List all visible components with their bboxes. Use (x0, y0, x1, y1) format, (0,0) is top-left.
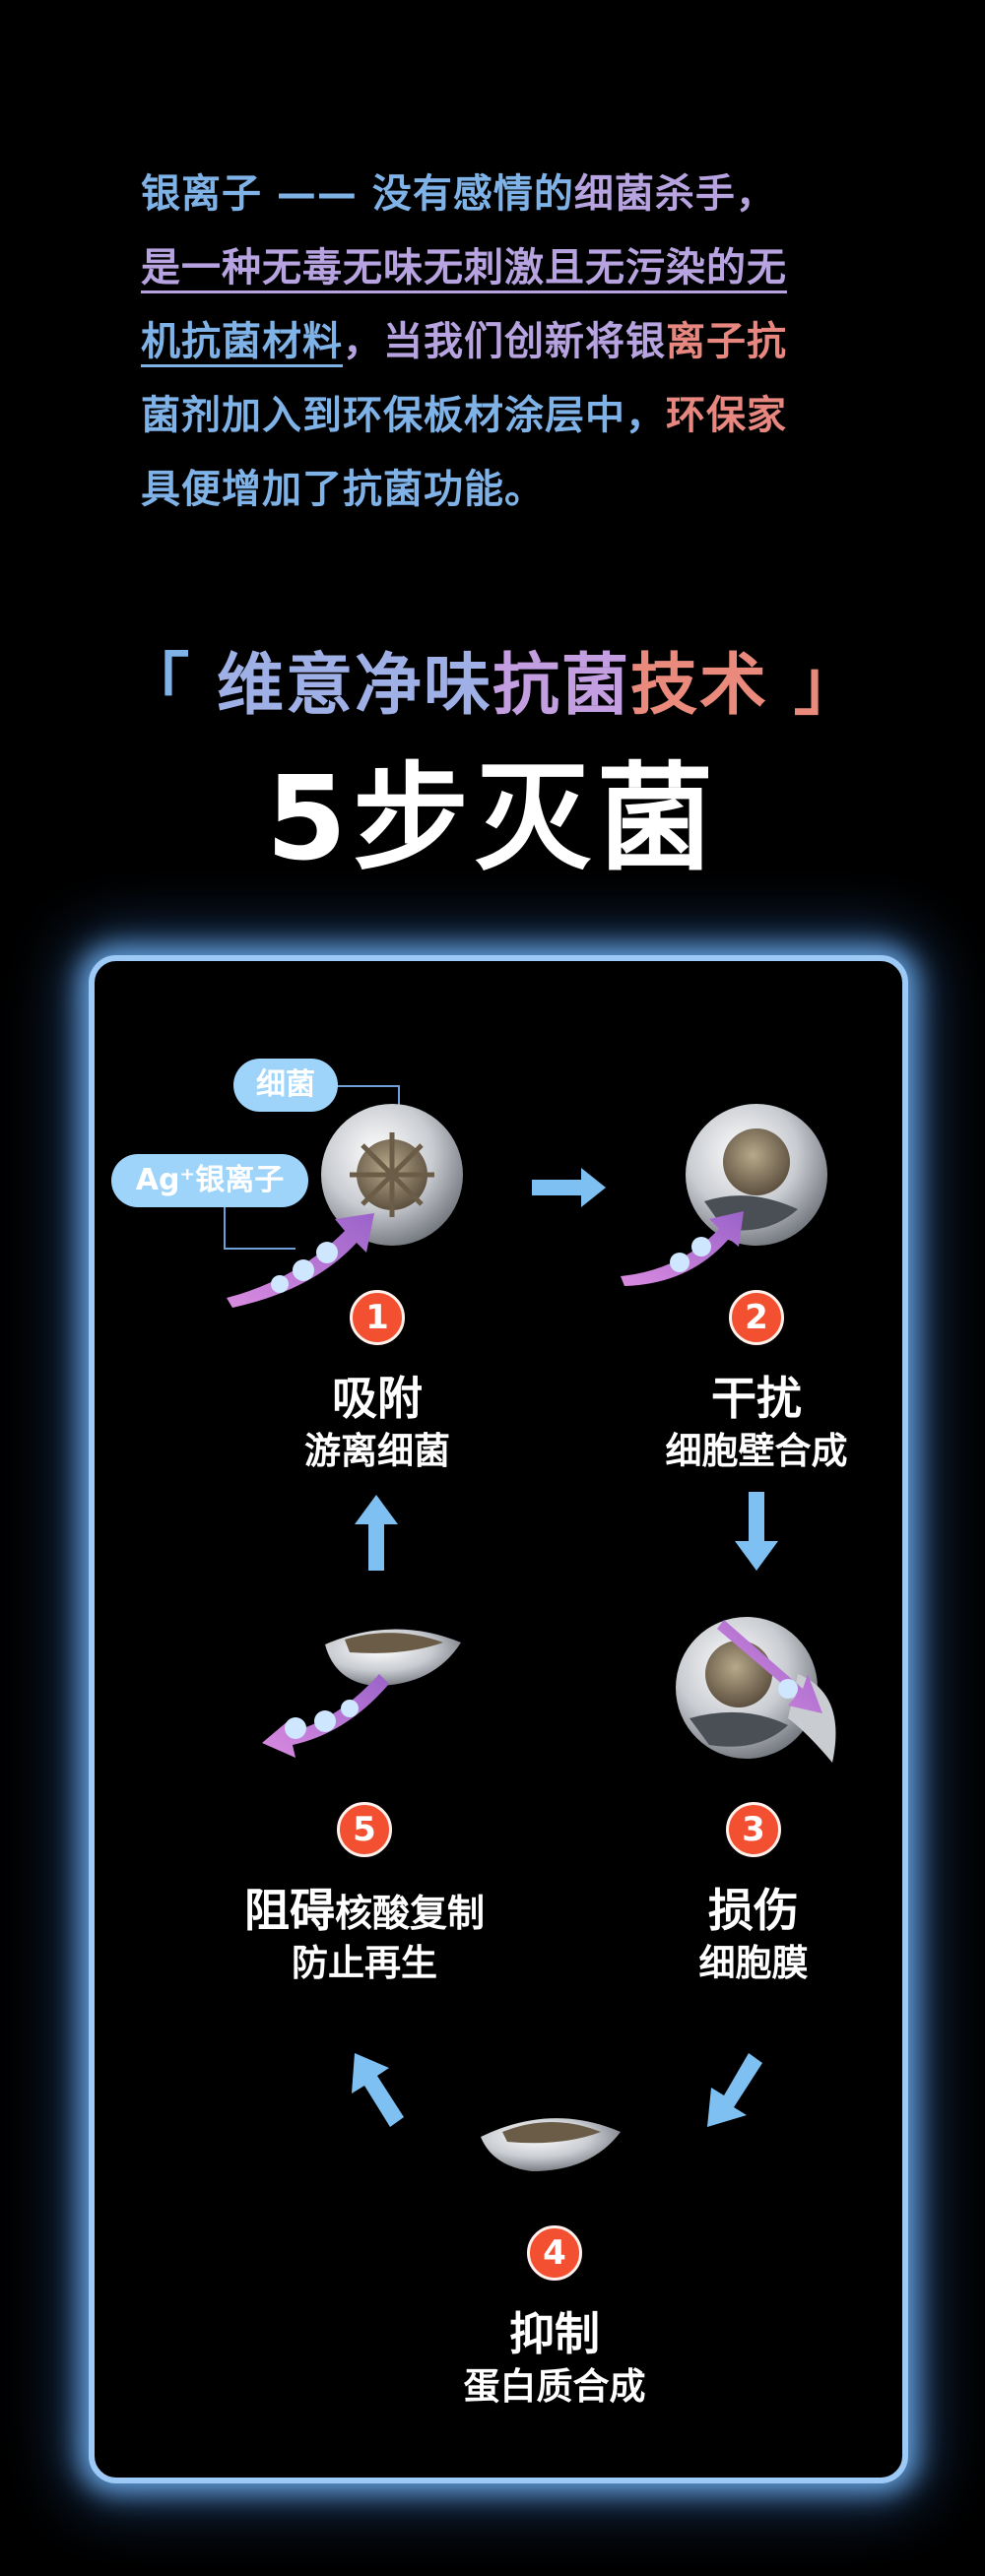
step-5: 5 阻碍核酸复制 防止再生 (207, 1802, 522, 1987)
step-number-badge: 2 (729, 1290, 784, 1345)
bacteria-sphere-icon (676, 1617, 836, 1763)
big-title: 5步灭菌 (265, 750, 720, 886)
step-arrow-icon (532, 1168, 606, 1207)
step-title-main: 阻碍 (243, 1884, 335, 1937)
intro-line-2: 是一种无毒无味无刺激且无污染的无 (141, 231, 850, 305)
step-title-rest: 核酸复制 (334, 1892, 485, 1935)
intro-line-5: 具便增加了抗菌功能。 (141, 453, 850, 527)
intro-text: 银离子 —— 没有感情的 (141, 171, 574, 217)
intro-line-1: 银离子 —— 没有感情的细菌杀手， (141, 158, 850, 231)
step-title: 损伤 (708, 1884, 799, 1937)
broken-bacteria-icon (481, 2118, 621, 2171)
intro-text: 离子抗 (666, 319, 787, 364)
bacteria-sphere-icon (686, 1104, 827, 1246)
step-subtitle: 细胞膜 (698, 1942, 809, 1984)
step-title: 阻碍核酸复制 (207, 1875, 522, 1940)
intro-line-3: 机抗菌材料，当我们创新将银离子抗 (141, 305, 850, 379)
step-title: 抑制 (509, 2307, 600, 2360)
step-arrow-icon (707, 2053, 762, 2127)
tech-title-part: 技术 (630, 647, 769, 725)
step-arrow-icon (735, 1492, 778, 1571)
step-number-badge: 1 (350, 1290, 405, 1345)
silver-ion-arrow-icon (621, 1211, 744, 1286)
intro-text: 菌剂加入到环保板材涂层中， (141, 393, 666, 438)
step-arrow-icon (355, 1495, 398, 1571)
step-title: 吸附 (332, 1372, 423, 1425)
silver-ion-arrow-icon (227, 1213, 374, 1308)
tech-title: 「 维意净味抗菌技术 」 (0, 630, 985, 728)
step-number-badge: 5 (337, 1802, 392, 1857)
bracket-open: 「 (122, 647, 217, 725)
silver-ion-label: Ag⁺银离子 (111, 1154, 308, 1207)
step-title: 干扰 (711, 1372, 802, 1425)
silver-ion-arrow-icon (717, 1620, 822, 1713)
intro-text: ，当我们创新将银 (343, 319, 666, 364)
tech-title-part: 抗菌 (492, 647, 630, 725)
step-subtitle: 蛋白质合成 (463, 2365, 646, 2408)
step-3: 3 损伤 细胞膜 (596, 1802, 911, 1987)
step-arrow-icon (352, 2053, 404, 2127)
intro-text: 机抗菌材料 (141, 319, 343, 364)
step-4: 4 抑制 蛋白质合成 (397, 2225, 712, 2411)
intro-text: 环保家 (666, 393, 787, 438)
intro-text: 具便增加了抗菌功能。 (141, 467, 545, 512)
bracket-close: 」 (768, 647, 863, 725)
silver-ion-arrow-icon (262, 1674, 389, 1758)
step-2: 2 干扰 细胞壁合成 (599, 1290, 914, 1475)
intro-line-4: 菌剂加入到环保板材涂层中，环保家 (141, 379, 850, 453)
step-subtitle: 游离细菌 (304, 1430, 450, 1472)
intro-text: 细菌杀手， (573, 171, 776, 217)
bacteria-sphere-icon (321, 1104, 463, 1246)
step-subtitle: 细胞壁合成 (665, 1430, 848, 1472)
step-subtitle: 防止再生 (292, 1942, 437, 1984)
step-number-badge: 3 (726, 1802, 781, 1857)
intro-text: 是一种无毒无味无刺激且无污染的无 (141, 245, 787, 290)
step-1: 1 吸附 游离细菌 (220, 1290, 535, 1475)
broken-bacteria-icon (325, 1629, 461, 1686)
intro-paragraph: 银离子 —— 没有感情的细菌杀手， 是一种无毒无味无刺激且无污染的无 机抗菌材料… (141, 158, 850, 527)
tech-title-part: 维意净味 (216, 647, 492, 725)
bacteria-label: 细菌 (233, 1059, 338, 1112)
step-number-badge: 4 (527, 2225, 582, 2281)
